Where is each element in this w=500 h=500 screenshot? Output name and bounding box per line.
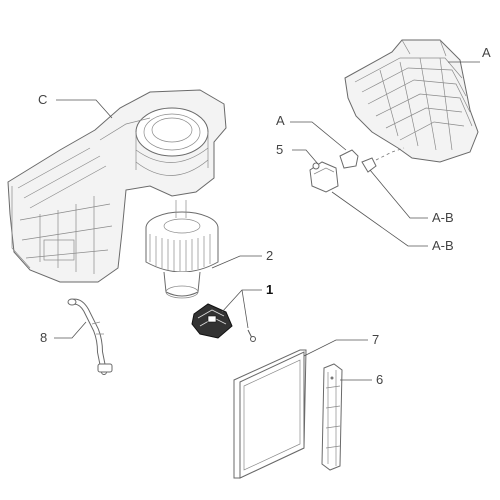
housing-c	[7, 89, 227, 283]
callout-7: 7	[372, 332, 379, 347]
callout-ab-1: A-B	[432, 210, 454, 225]
leader-7	[303, 339, 368, 357]
resistor-screw	[247, 329, 256, 342]
connector-a	[339, 147, 405, 173]
filter-frame-6	[321, 363, 343, 471]
callout-a-top: A	[482, 45, 491, 60]
blower-motor	[145, 200, 219, 299]
leader-5	[292, 149, 319, 165]
callout-2: 2	[266, 248, 273, 263]
callout-c: C	[38, 92, 47, 107]
sensor-5	[309, 161, 339, 193]
housing-a	[344, 39, 479, 163]
leader-2	[211, 255, 262, 269]
callout-5: 5	[276, 142, 283, 157]
callout-ab-2: A-B	[432, 238, 454, 253]
leader-a-mid	[290, 121, 347, 151]
callout-6: 6	[376, 372, 383, 387]
blower-resistor	[191, 303, 233, 339]
leader-ab-2	[331, 191, 428, 247]
leader-c	[56, 99, 113, 119]
leader-8	[54, 321, 87, 339]
hose-8	[67, 298, 113, 375]
callout-1: 1	[266, 282, 273, 297]
filter-7	[233, 349, 307, 479]
leader-1	[221, 289, 262, 329]
callout-a-mid: A	[276, 113, 285, 128]
leader-ab-1	[369, 169, 428, 219]
callout-8: 8	[40, 330, 47, 345]
